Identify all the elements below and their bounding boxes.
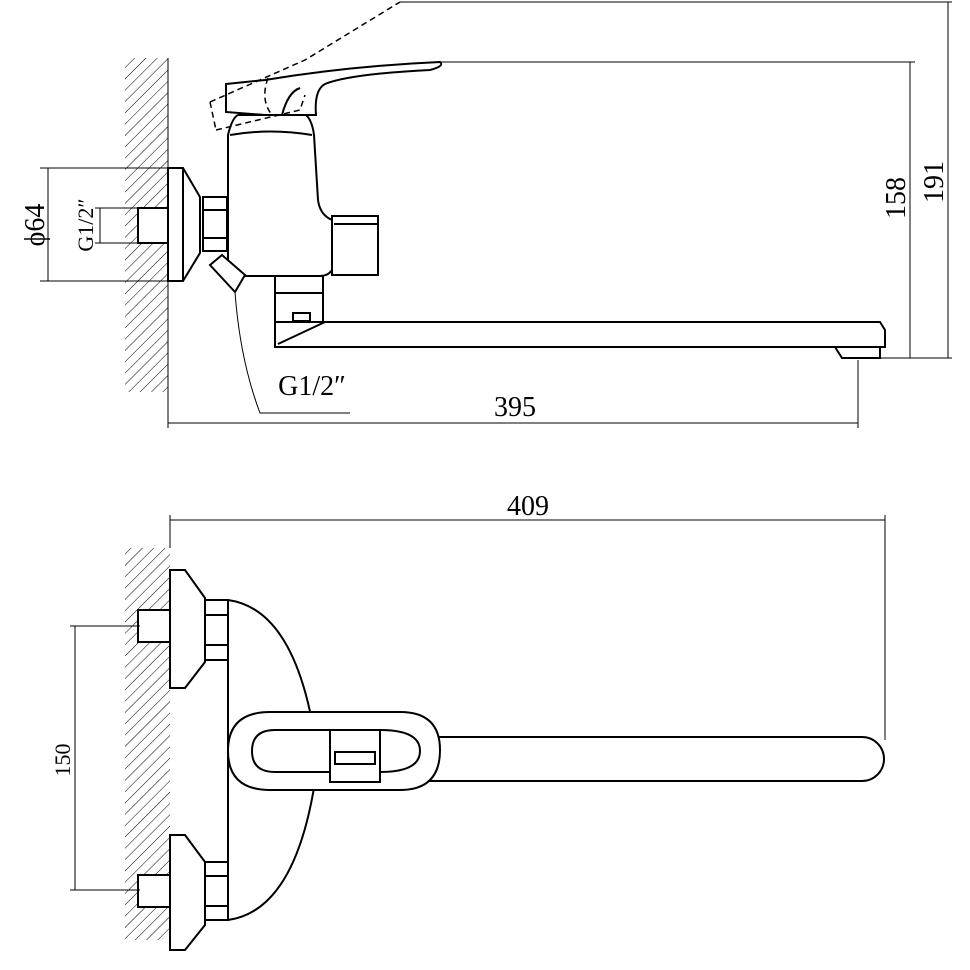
nut-lower <box>204 861 229 921</box>
escutcheon-upper <box>169 569 206 689</box>
dim-spout-height-label: 158 <box>881 177 912 219</box>
escutcheon-lower <box>169 834 206 951</box>
dim-inlet-thread-label: G1/2″ <box>73 198 98 251</box>
spout <box>419 736 885 782</box>
dim-total-length-label: 409 <box>507 491 549 522</box>
dim-total-height-label: 191 <box>919 161 950 203</box>
handle-alt-position <box>209 1 401 131</box>
outlet-nozzle <box>208 253 247 294</box>
spout <box>274 321 886 348</box>
dim-spout-reach-label: 395 <box>494 392 536 423</box>
aerator <box>833 346 881 359</box>
nut-upper <box>204 599 229 661</box>
side-view: ϕ64 G1/2″ G1/2″ 395 158 191 <box>20 1 952 428</box>
dim-outlet-thread-label: G1/2″ <box>278 371 346 402</box>
top-view: 409 150 <box>50 491 886 951</box>
nut <box>202 196 228 252</box>
dim-inlet-spacing-label: 150 <box>50 744 75 777</box>
dimension-lines <box>40 1 952 428</box>
lever-handle <box>225 60 443 116</box>
cartridge-cap <box>331 215 379 276</box>
mixer-body <box>227 114 333 277</box>
inlet-stub-upper <box>137 609 171 643</box>
dim-diameter-label: ϕ64 <box>20 204 51 247</box>
inlet-stub-lower <box>137 874 171 908</box>
inlet-stub <box>137 207 169 244</box>
